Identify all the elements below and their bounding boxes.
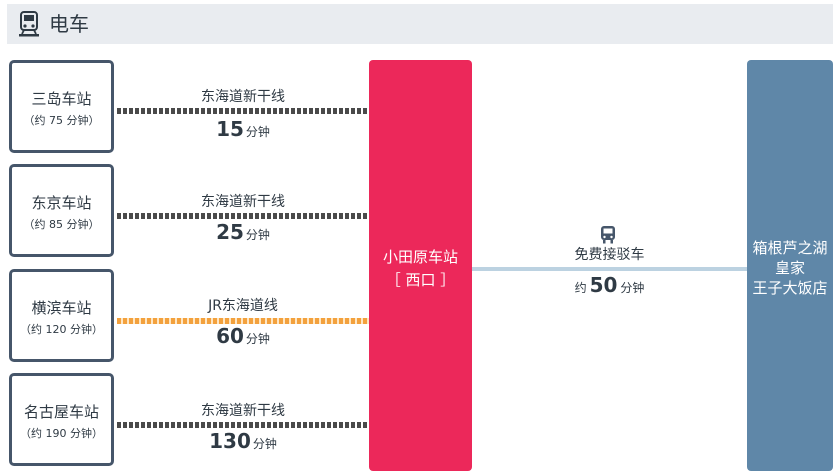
shuttle-duration-prefix: 约: [574, 281, 587, 295]
station-name: 三岛车站: [31, 90, 92, 108]
destination-hotel: 箱根芦之湖 皇家 王子大饭店: [747, 60, 833, 471]
station-box-mishima: 三岛车站 （约 75 分钟）: [9, 60, 114, 153]
route-line-name: 东海道新干线: [201, 89, 285, 105]
station-name: 名古屋车站: [23, 403, 99, 421]
route-line-name: 东海道新干线: [201, 403, 285, 419]
shinkansen-track: [117, 213, 369, 219]
route-duration-unit: 分钟: [245, 332, 270, 346]
route-duration-value: 60: [216, 324, 244, 348]
shinkansen-track: [117, 422, 369, 428]
route-duration-unit: 分钟: [245, 228, 270, 242]
shuttle-route-line: [472, 267, 747, 271]
route-duration-value: 130: [209, 429, 251, 453]
route-line-name: JR东海道线: [208, 298, 278, 314]
shuttle-duration-unit: 分钟: [620, 281, 645, 295]
route-duration-unit: 分钟: [252, 437, 277, 451]
route-duration-value: 15: [216, 117, 244, 141]
bus-icon: [601, 226, 615, 244]
station-box-nagoya: 名古屋车站 （约 190 分钟）: [9, 373, 114, 466]
hub-station-odawara: 小田原车站 ［ 西口 ］: [369, 60, 472, 471]
destination-name-line2: 皇家: [774, 259, 805, 277]
station-name: 东京车站: [31, 194, 92, 212]
shinkansen-track: [117, 108, 369, 114]
destination-name-line3: 王子大饭店: [752, 279, 828, 297]
station-total-time: （约 85 分钟）: [23, 218, 100, 231]
shuttle-duration-value: 50: [589, 273, 618, 297]
route-line-name: 东海道新干线: [201, 194, 285, 210]
shuttle-label: 免费接驳车: [574, 247, 645, 263]
route-duration-unit: 分钟: [245, 125, 270, 139]
station-total-time: （约 120 分钟）: [20, 323, 103, 336]
section-header: 电车: [7, 4, 833, 44]
station-box-yokohama: 横滨车站 （约 120 分钟）: [9, 269, 114, 362]
station-total-time: （约 190 分钟）: [20, 427, 103, 440]
jr-track: [117, 318, 369, 324]
destination-name-line1: 箱根芦之湖: [752, 239, 828, 257]
station-box-tokyo: 东京车站 （约 85 分钟）: [9, 164, 114, 257]
route-duration-value: 25: [216, 220, 244, 244]
station-total-time: （约 75 分钟）: [23, 114, 100, 127]
hub-station-exit: ［ 西口 ］: [385, 271, 456, 289]
section-title: 电车: [49, 12, 89, 36]
train-icon: [19, 11, 39, 37]
destination-name: 箱根芦之湖 皇家 王子大饭店: [747, 238, 833, 298]
station-name: 横滨车站: [31, 299, 92, 317]
hub-station-name: 小田原车站: [382, 248, 458, 266]
